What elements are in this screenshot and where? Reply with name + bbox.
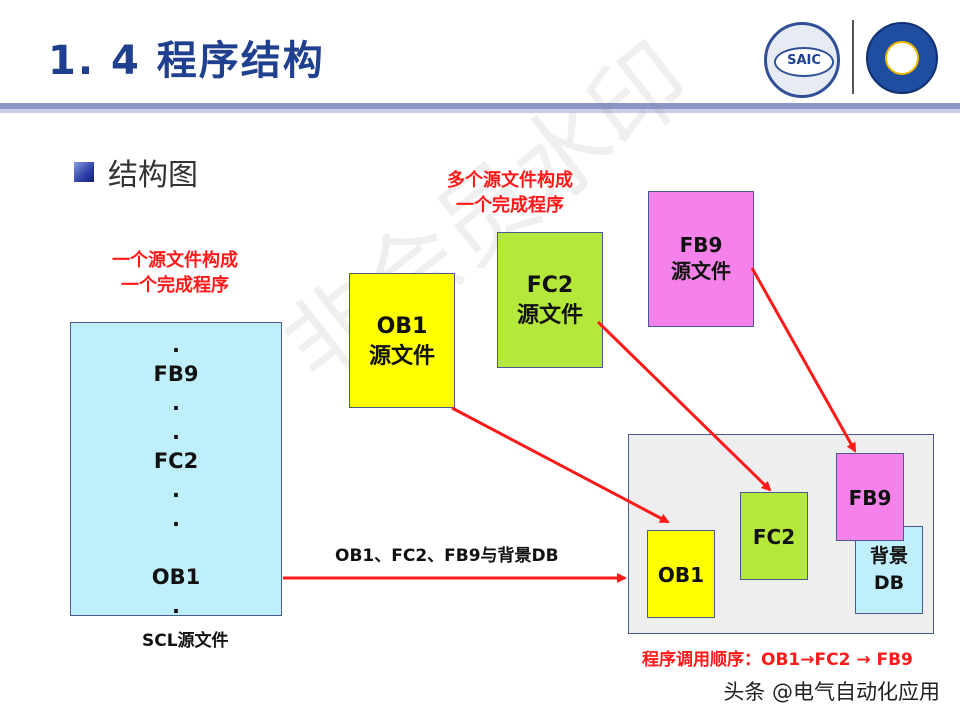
- note-line: 一个完成程序: [456, 195, 564, 216]
- fc2-source-sub: 源文件: [516, 303, 583, 328]
- note-line: 一个完成程序: [121, 275, 229, 296]
- ob1-source-box: OB1 源文件: [349, 273, 455, 408]
- scl-line: .: [172, 391, 180, 415]
- program-ob1-label: OB1: [657, 563, 705, 587]
- scl-block-list: . FB9 . . FC2 . . OB1 .: [71, 323, 281, 621]
- scl-line: .: [172, 333, 180, 357]
- program-ob1-box: OB1: [647, 530, 715, 618]
- scl-line: .: [172, 594, 180, 618]
- ginkgo-leaf-icon: [885, 41, 919, 75]
- ob1-source-sub: 源文件: [368, 344, 435, 369]
- saic-logo: SAIC: [764, 22, 840, 98]
- program-fc2-label: FC2: [752, 525, 796, 549]
- note-single-source: 一个源文件构成 一个完成程序: [90, 248, 260, 298]
- instance-db-label: 背景: [869, 545, 908, 567]
- note-line: 多个源文件构成: [447, 170, 573, 191]
- fc2-source-name: FC2: [526, 273, 574, 298]
- saic-logo-text: SAIC: [774, 47, 834, 77]
- scl-source-file-box: . FB9 . . FC2 . . OB1 .: [70, 322, 282, 618]
- footer-credit: 头条 @电气自动化应用: [723, 680, 940, 704]
- section-title: 结构图: [108, 158, 198, 193]
- arrow-fc2-to-program: [596, 320, 772, 492]
- program-fb9-label: FB9: [848, 486, 892, 510]
- instance-db-label: DB: [873, 572, 905, 594]
- scl-line: .: [172, 507, 180, 531]
- arrow-fb9-to-program: [750, 267, 857, 453]
- scl-line: FC2: [153, 449, 199, 473]
- scl-line: OB1: [151, 565, 201, 589]
- scl-line: .: [172, 420, 180, 444]
- program-fc2-box: FC2: [740, 492, 808, 580]
- fb9-source-name: FB9: [679, 233, 723, 257]
- note-line: 一个源文件构成: [112, 250, 238, 271]
- scl-line: FB9: [153, 362, 199, 386]
- arrow-label: OB1、FC2、FB9与背景DB: [335, 546, 559, 566]
- arrow-ob1-to-program: [451, 406, 670, 524]
- scl-line: .: [172, 478, 180, 502]
- call-order-note: 程序调用顺序：OB1→FC2 → FB9: [642, 650, 913, 670]
- header-divider-shadow: [0, 109, 960, 113]
- fc2-source-box: FC2 源文件: [497, 232, 603, 368]
- note-multi-source: 多个源文件构成 一个完成程序: [425, 168, 595, 218]
- program-fb9-box: FB9: [836, 453, 904, 541]
- fb9-source-sub: 源文件: [671, 259, 731, 283]
- training-centre-logo: [866, 22, 938, 94]
- logo-divider: [852, 20, 854, 94]
- ob1-source-name: OB1: [376, 314, 428, 339]
- scl-source-caption: SCL源文件: [142, 631, 229, 651]
- page-title: 1. 4 程序结构: [48, 38, 325, 84]
- bullet-square-icon: [74, 162, 94, 182]
- fb9-source-box: FB9 源文件: [648, 191, 754, 327]
- header-divider: [0, 103, 960, 109]
